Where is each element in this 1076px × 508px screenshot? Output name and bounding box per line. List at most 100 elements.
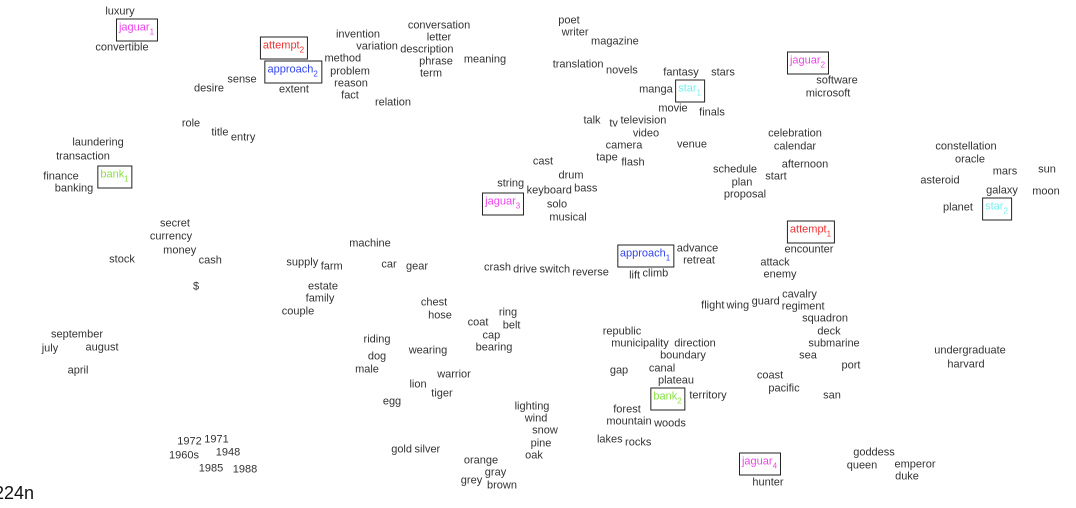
target-word-label: approach [267,63,314,76]
word-label: boundary [660,349,706,362]
word-label: dog [367,350,387,363]
word-label: gray [484,466,507,479]
word-label: transaction [56,150,110,163]
word-label: farm [320,260,343,273]
word-label: movie [658,102,688,115]
word-label: cast [532,155,554,168]
sense-index: 1 [149,27,155,37]
word-label: 1948 [215,446,241,459]
target-word-label: bank [100,168,125,181]
word-label: tape [596,151,618,164]
word-label: ring [498,306,518,319]
word-label: family [305,292,335,305]
word-label: goddess [853,446,895,459]
word-label: drum [558,169,584,182]
word-label: deck [817,325,841,338]
target-word-attempt-1: attempt1 [786,220,836,244]
word-label: chest [420,296,448,309]
word-label: $ [192,280,200,293]
word-label: sun [1038,163,1056,176]
sense-index: 2 [313,69,318,79]
sense-index: 1 [124,174,129,184]
word-label: desire [194,82,224,95]
sense-index: 2 [820,60,826,70]
target-word-approach-2: approach2 [264,60,322,84]
target-word-label: jaguar [741,455,773,468]
word-label: belt [502,319,521,332]
word-label: currency [149,230,193,243]
word-label: municipality [611,337,669,350]
word-label: supply [286,256,319,269]
word-label: regiment [781,300,825,313]
target-word-label: star [678,82,697,95]
word-label: afternoon [781,158,829,171]
sense-index: 1 [696,88,701,98]
target-word-jaguar-3: jaguar3 [482,192,525,216]
word-label: proposal [723,188,767,201]
word-label: entry [230,131,256,144]
word-label: hose [428,309,452,322]
word-label: 1960s [169,449,199,462]
word-label: 1972 [177,435,202,448]
sense-index: 2 [677,396,682,406]
word-label: phrase [419,55,453,68]
target-word-star-2: star2 [982,197,1012,221]
target-word-label: attempt [789,223,827,236]
word-label: string [497,177,525,190]
word-label: woods [654,417,686,430]
word-label: magazine [591,35,639,48]
word-label: television [620,114,667,127]
word-label: plan [731,176,753,188]
word-label: plateau [657,374,695,387]
target-word-label: approach [619,247,666,260]
target-word-label: attempt [262,39,300,52]
word-label: switch [539,263,571,276]
word-label: planet [943,201,973,214]
word-label: calendar [773,140,817,153]
word-label: hunter [752,476,784,489]
target-word-label: star [985,200,1004,213]
target-word-jaguar-4: jaguar4 [738,452,782,476]
word-label: tiger [431,387,453,400]
word-label: moon [1032,185,1060,198]
word-label: riding [363,333,391,346]
word-label: convertible [95,41,149,54]
course-label: 224n [0,483,35,503]
word-label: brown [487,479,517,492]
word-label: september [51,328,103,341]
word-label: retreat [683,254,715,267]
word-label: august [85,341,119,354]
word-label: relation [374,96,412,109]
word-label: bass [574,182,598,195]
word-label: silver [414,443,441,456]
word-label: laundering [72,136,124,149]
sense-index: 1 [826,229,832,239]
word-label: mars [992,165,1018,178]
word-label: emperor [894,458,936,471]
word-label: reason [334,77,368,90]
word-label: gap [609,364,629,377]
word-label: conversation [407,19,471,31]
word-label: variation [356,40,398,53]
word-label: coat [467,316,489,329]
word-label: gold [391,443,412,456]
word-label: guard [751,295,780,308]
word-label: canal [648,362,676,375]
word-label: reverse [572,266,609,279]
word-label: asteroid [920,174,960,187]
word-label: warrior [437,368,471,381]
target-word-label: jaguar [118,21,150,34]
word-label: machine [349,237,391,250]
target-word-jaguar-1: jaguar1 [115,18,159,42]
word-label: oracle [955,153,985,166]
word-label: attack [760,256,790,269]
word-label: 1988 [232,463,258,476]
word-label: july [41,342,59,355]
word-label: start [765,170,787,183]
word-label: duke [895,470,919,483]
word-label: poet [558,14,580,27]
word-label: wing [726,299,750,312]
word-label: couple [281,305,315,318]
word-label: fantasy [663,66,699,79]
word-label: drive [513,263,538,276]
